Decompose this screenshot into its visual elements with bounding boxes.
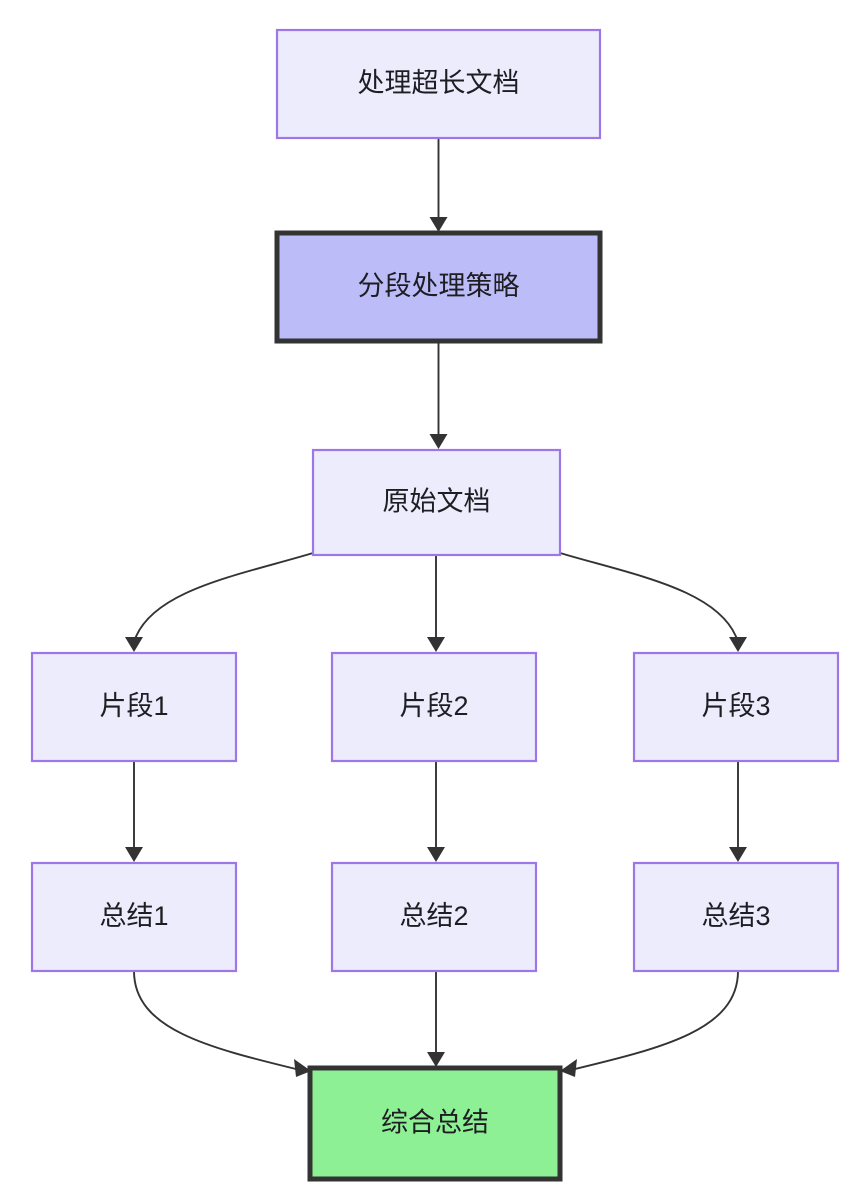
node-final_summary[interactable]: 综合总结 [307, 1065, 563, 1182]
edge-source_doc-to-chunk2 [427, 555, 445, 652]
node-source_doc[interactable]: 原始文档 [311, 448, 562, 557]
arrowhead-icon [294, 1059, 311, 1077]
arrowhead-icon [729, 637, 747, 652]
arrowhead-icon [427, 1052, 445, 1067]
node-box-chunk1[interactable] [30, 651, 238, 763]
edge-summary3-to-final_summary [560, 970, 739, 1077]
arrowhead-icon [427, 847, 445, 862]
edge-source_doc-to-chunk3 [559, 552, 747, 652]
edge-chunk2-to-summary2 [427, 761, 445, 862]
edge-strategy-to-source_doc [429, 341, 448, 449]
node-box-chunk3[interactable] [632, 651, 840, 763]
arrowhead-icon [125, 847, 143, 862]
node-chunk2[interactable]: 片段2 [330, 651, 538, 763]
edge-layer [125, 138, 747, 1077]
node-box-strategy[interactable] [274, 230, 603, 344]
edge-line [570, 970, 739, 1071]
edge-chunk3-to-summary3 [729, 761, 747, 862]
edge-summary2-to-final_summary [427, 971, 445, 1067]
node-chunk3[interactable]: 片段3 [632, 651, 840, 763]
node-box-summary1[interactable] [30, 861, 238, 973]
node-box-source_doc[interactable] [311, 448, 562, 557]
node-doc_task[interactable]: 处理超长文档 [275, 28, 602, 140]
arrowhead-icon [560, 1059, 577, 1077]
arrowhead-icon [729, 847, 747, 862]
node-box-final_summary[interactable] [307, 1065, 563, 1182]
edge-source_doc-to-chunk1 [125, 552, 314, 652]
edge-summary1-to-final_summary [133, 970, 311, 1077]
node-box-summary2[interactable] [330, 861, 538, 973]
arrowhead-icon [125, 637, 143, 652]
edge-doc_task-to-strategy [429, 138, 448, 232]
node-summary2[interactable]: 总结2 [330, 861, 538, 973]
node-box-chunk2[interactable] [330, 651, 538, 763]
node-chunk1[interactable]: 片段1 [30, 651, 238, 763]
edge-line [133, 552, 314, 643]
arrowhead-icon [429, 217, 448, 232]
node-box-summary3[interactable] [632, 861, 840, 973]
arrowhead-icon [429, 434, 448, 449]
node-summary1[interactable]: 总结1 [30, 861, 238, 973]
node-box-doc_task[interactable] [275, 28, 602, 140]
node-summary3[interactable]: 总结3 [632, 861, 840, 973]
edge-line [133, 970, 301, 1071]
edge-chunk1-to-summary1 [125, 761, 143, 862]
edge-line [559, 552, 739, 643]
node-strategy[interactable]: 分段处理策略 [274, 230, 603, 344]
arrowhead-icon [427, 637, 445, 652]
